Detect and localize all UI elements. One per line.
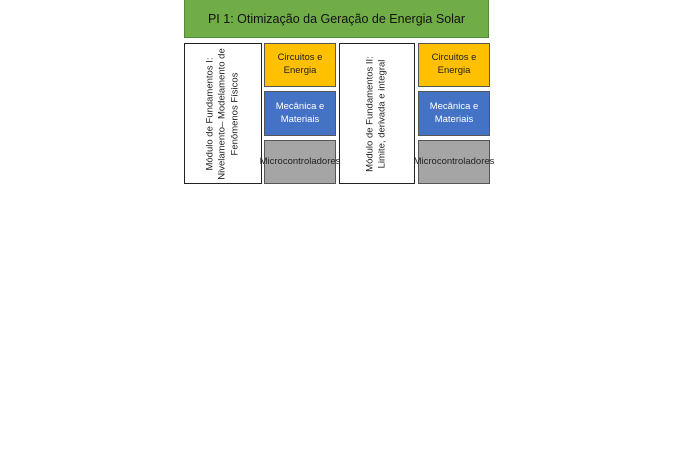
project-title: PI 1: Otimização da Geração de Energia S… xyxy=(207,11,466,26)
module-fundamentos-1: Módulo de Fundamentos I: Nivelamento– Mo… xyxy=(184,43,262,184)
component-label: Circuitos e Energia xyxy=(431,52,477,76)
project-title-banner: PI 1: Otimização da Geração de Energia S… xyxy=(184,0,489,38)
component-circuitos-2: Circuitos e Energia xyxy=(418,43,490,87)
component-label: Microcontroladores xyxy=(259,155,341,167)
component-circuitos-1: Circuitos e Energia xyxy=(264,43,336,87)
component-microcontroladores-1: Microcontroladores xyxy=(260,140,340,184)
module-2-label: Módulo de Fundamentos II: Limite, deriva… xyxy=(364,55,388,172)
component-label: Circuitos e Energia xyxy=(277,52,323,76)
module-fundamentos-2: Módulo de Fundamentos II: Limite, deriva… xyxy=(339,43,415,184)
module-1-label: Módulo de Fundamentos I: Nivelamento– Mo… xyxy=(204,47,241,180)
component-mecanica-2: Mecânica e Materiais xyxy=(418,91,490,136)
component-label: Microcontroladores xyxy=(413,155,495,167)
component-microcontroladores-2: Microcontroladores xyxy=(414,140,494,184)
component-mecanica-1: Mecânica e Materiais xyxy=(264,91,336,136)
component-label: Mecânica e Materiais xyxy=(275,100,325,125)
component-label: Mecânica e Materiais xyxy=(429,100,479,125)
